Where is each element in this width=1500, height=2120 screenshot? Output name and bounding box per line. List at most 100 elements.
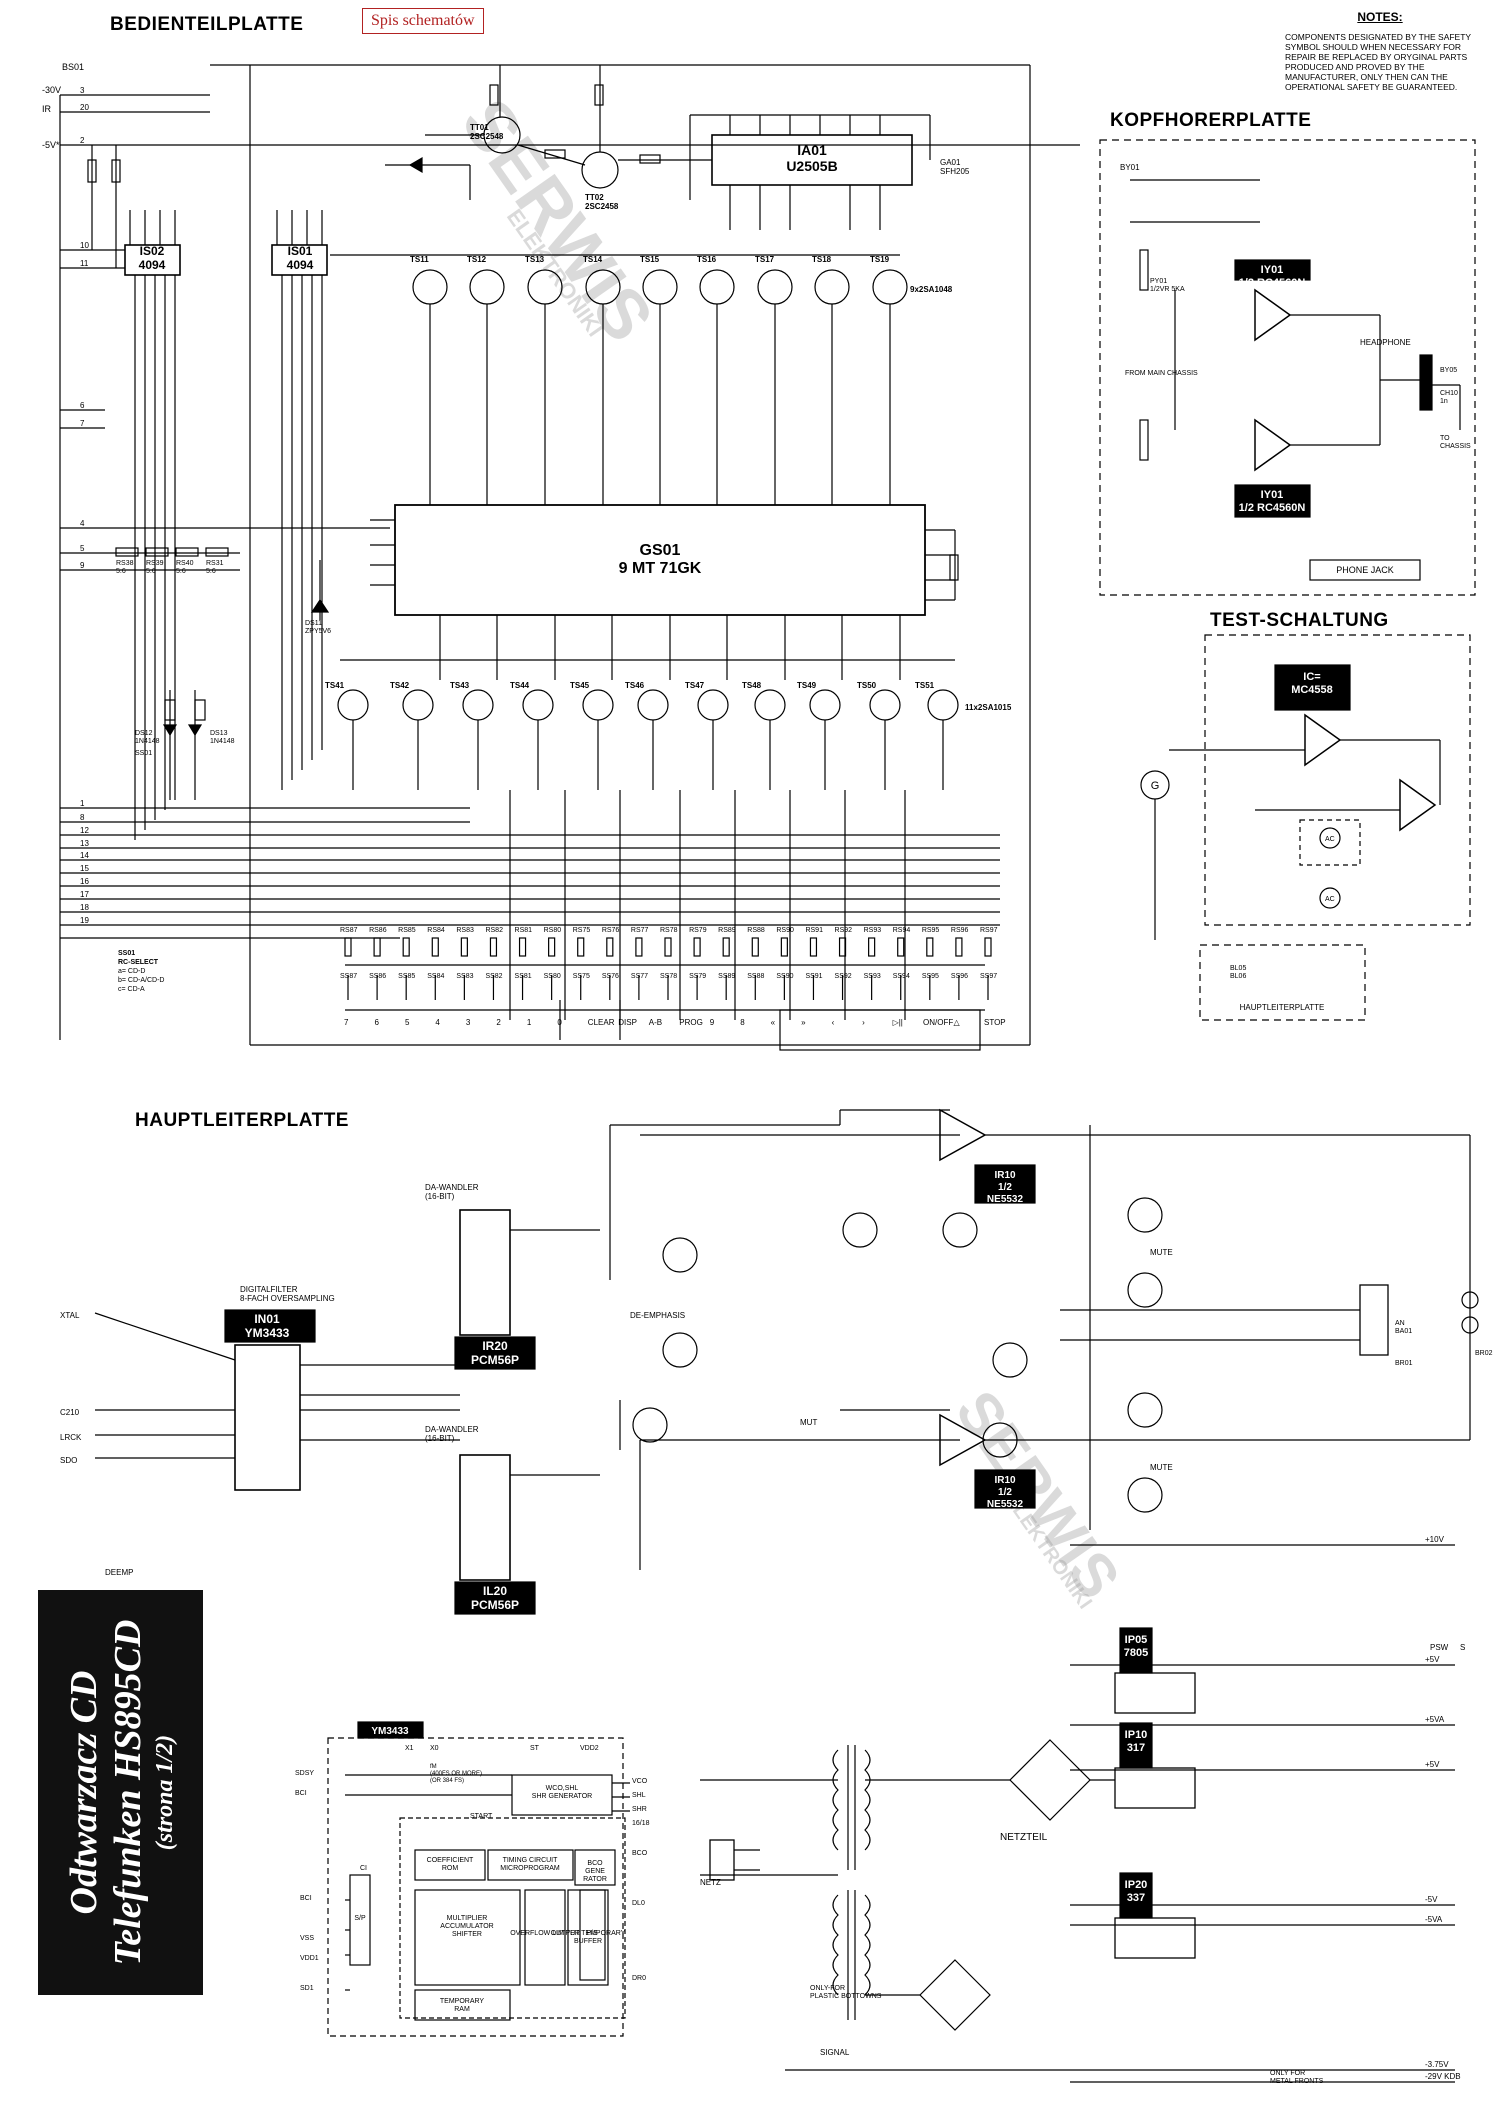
schematic-index-link[interactable]: Spis schematów (362, 8, 484, 34)
ic-part: MC4558 (1291, 684, 1333, 696)
key-label: » (801, 1018, 806, 1027)
block-pin-label: START (470, 1813, 493, 1820)
key-resistor (984, 937, 992, 957)
schematic-label: 5.6 (176, 568, 186, 575)
schematic-label: DE-EMPHASIS (630, 1311, 685, 1320)
key-resistor-label: RS90 (776, 927, 794, 934)
schematic-label: C210 (60, 1408, 80, 1417)
connector-pin: 1 (80, 799, 85, 808)
ic-part: U2505B (786, 158, 837, 174)
schematic-label: DS12 (135, 730, 153, 737)
schematic-label: XTAL (60, 1311, 80, 1320)
schematic-label: COEFFICIENT (427, 1857, 474, 1864)
key-resistor (693, 937, 701, 957)
key-resistor-label: RS81 (515, 927, 533, 934)
key-switch-label: SS86 (369, 973, 386, 980)
block-pin-label: VCO (632, 1778, 648, 1785)
schematic-label: TEMPORARY (440, 1998, 485, 2005)
ic-part: 1/2 RC4560N (1239, 277, 1306, 289)
key-label: CLEAR (588, 1018, 615, 1027)
key-resistor-label: RS94 (893, 927, 911, 934)
block-pin-label: VDD2 (580, 1745, 599, 1752)
schematic-label: BS01 (62, 62, 84, 72)
safety-notes: NOTES: COMPONENTS DESIGNATED BY THE SAFE… (1285, 11, 1475, 92)
transistor-label: TS19 (870, 255, 890, 264)
connector-pin: 13 (80, 839, 89, 848)
key-resistor-label: RS84 (427, 927, 445, 934)
key-resistor (344, 937, 352, 957)
key-switch-label: SS93 (864, 973, 881, 980)
schematic-label: AN (1395, 1320, 1405, 1327)
key-label: 6 (374, 1018, 379, 1027)
ic-ref: IS01 (288, 244, 313, 258)
connector-pin: 16 (80, 877, 89, 886)
schematic-label: NETZTEIL (1000, 1832, 1048, 1843)
ym3433-block-diagram (327, 1721, 630, 2037)
key-switch-label: SS94 (893, 973, 910, 980)
schematic-label: BL06 (1230, 973, 1246, 980)
key-resistor-label: RS97 (980, 927, 998, 934)
connector-pin: 6 (80, 401, 85, 410)
schematic-label: TT01 (470, 123, 489, 132)
key-resistor (780, 937, 788, 957)
block-pin-label: BCO (632, 1850, 648, 1857)
ic-part: NE5532 (987, 1499, 1024, 1510)
key-switch-label: SS84 (427, 973, 444, 980)
key-switch-label: SS79 (689, 973, 706, 980)
connector-pin: 19 (80, 916, 89, 925)
key-switch-label: SS96 (951, 973, 968, 980)
key-switch-label: SS81 (515, 973, 532, 980)
schematic-label: IR (42, 104, 52, 114)
block-pin-label: SHL (632, 1792, 646, 1799)
transistor-label: TS47 (685, 681, 705, 690)
key-resistor-label: RS86 (369, 927, 387, 934)
key-label: « (771, 1018, 776, 1027)
key-resistor-label: RS80 (544, 927, 562, 934)
connector-pin: 17 (80, 890, 89, 899)
schematic-label: TO (1440, 435, 1450, 442)
schematic-label: 2SC2548 (470, 132, 504, 141)
schematic-label: GENE (585, 1868, 605, 1875)
ic-ref: IY01 (1261, 264, 1284, 276)
schematic-label: NETZ (700, 1878, 721, 1887)
key-resistor-label: RS91 (805, 927, 823, 934)
schematic-label: DS13 (210, 730, 228, 737)
ic-part: NE5532 (987, 1194, 1024, 1205)
schematic-label: 5.6 (116, 568, 126, 575)
connector-pin: 3 (80, 86, 85, 95)
transistor-label: TS14 (583, 255, 603, 264)
transistor-label: TS16 (697, 255, 717, 264)
ts-row-2 (337, 689, 959, 721)
key-resistor (751, 937, 759, 957)
key-label: 5 (405, 1018, 410, 1027)
schematic-label: BR01 (1395, 1360, 1413, 1367)
ic-part: 4094 (139, 258, 166, 272)
ic-ref: IC= (1303, 671, 1320, 683)
schematic-label: DIGITALFILTER (240, 1285, 298, 1294)
ic-ref: IR10 (994, 1475, 1016, 1486)
key-switch-label: SS82 (485, 973, 502, 980)
transistor-label: TS12 (467, 255, 487, 264)
schematic-label: LRCK (60, 1433, 82, 1442)
schematic-label: fM (430, 1764, 437, 1770)
schematic-label: BY05 (1440, 367, 1457, 374)
key-resistor (635, 937, 643, 957)
schematic-label: 5.6 (146, 568, 156, 575)
schematic-label: ONLY-FOR (810, 1985, 845, 1992)
connector-pin: 4 (80, 519, 85, 528)
ic-ref: IR10 (994, 1170, 1016, 1181)
schematic-label: DEEMP (105, 1568, 133, 1577)
schematic-label: FROM MAIN CHASSIS (1125, 370, 1198, 377)
supply-rail-label: -5VA (1425, 1915, 1443, 1924)
schematic-label: S (1460, 1643, 1465, 1652)
schematic-label: G (1151, 780, 1160, 792)
supply-rail-label: +5V (1425, 1760, 1440, 1769)
key-label: 9 (710, 1018, 715, 1027)
transistor-label: TS45 (570, 681, 590, 690)
key-resistor-label: RS79 (689, 927, 707, 934)
schematic-label: ZPY5V6 (305, 628, 331, 635)
schematic-label: GA01 (940, 158, 961, 167)
key-resistor (489, 937, 498, 957)
key-resistor (809, 937, 818, 957)
